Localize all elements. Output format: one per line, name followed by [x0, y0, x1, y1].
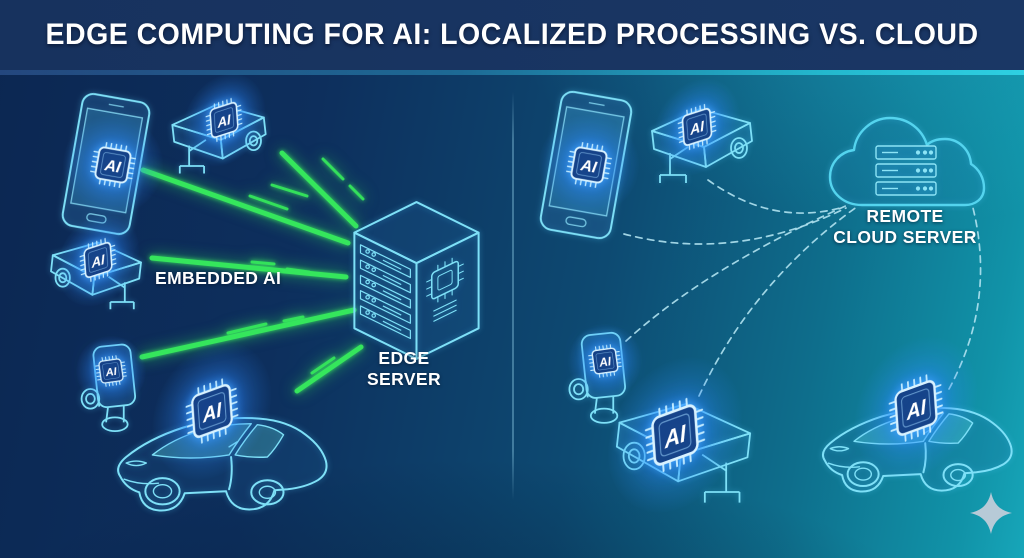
page-title: EDGE COMPUTING FOR AI: LOCALIZED PROCESS…: [45, 18, 979, 51]
ai-chip-icon: [642, 389, 709, 480]
ai-chip-icon: [86, 138, 139, 191]
sparkle-logo-icon: [970, 492, 1012, 534]
ai-chip-icon: [586, 342, 624, 380]
edge-server-label: EDGE SERVER: [342, 348, 466, 389]
remote-cloud-server-label: REMOTE CLOUD SERVER: [822, 206, 988, 247]
cloud-label-line2: CLOUD SERVER: [833, 226, 977, 247]
header-accent-strip: [0, 70, 1024, 75]
cloud-label-line1: REMOTE: [866, 206, 944, 226]
ai-chip-icon: [886, 367, 947, 450]
ai-chip-icon: [562, 138, 615, 191]
header-band: EDGE COMPUTING FOR AI: LOCALIZED PROCESS…: [0, 0, 1024, 70]
edge-server-icon: [348, 198, 486, 366]
panel-divider: [512, 92, 514, 500]
embedded-ai-label: EMBEDDED AI: [155, 268, 282, 288]
edge-server-label-line2: SERVER: [366, 368, 442, 389]
ai-chip-icon: [204, 93, 245, 146]
cloud-server-icon: [818, 106, 988, 221]
ai-chip-icon: [676, 99, 719, 155]
ai-chip-icon: [183, 371, 242, 451]
edge-server-label-line1: EDGE: [378, 348, 430, 368]
ai-chip-icon: [78, 233, 119, 286]
